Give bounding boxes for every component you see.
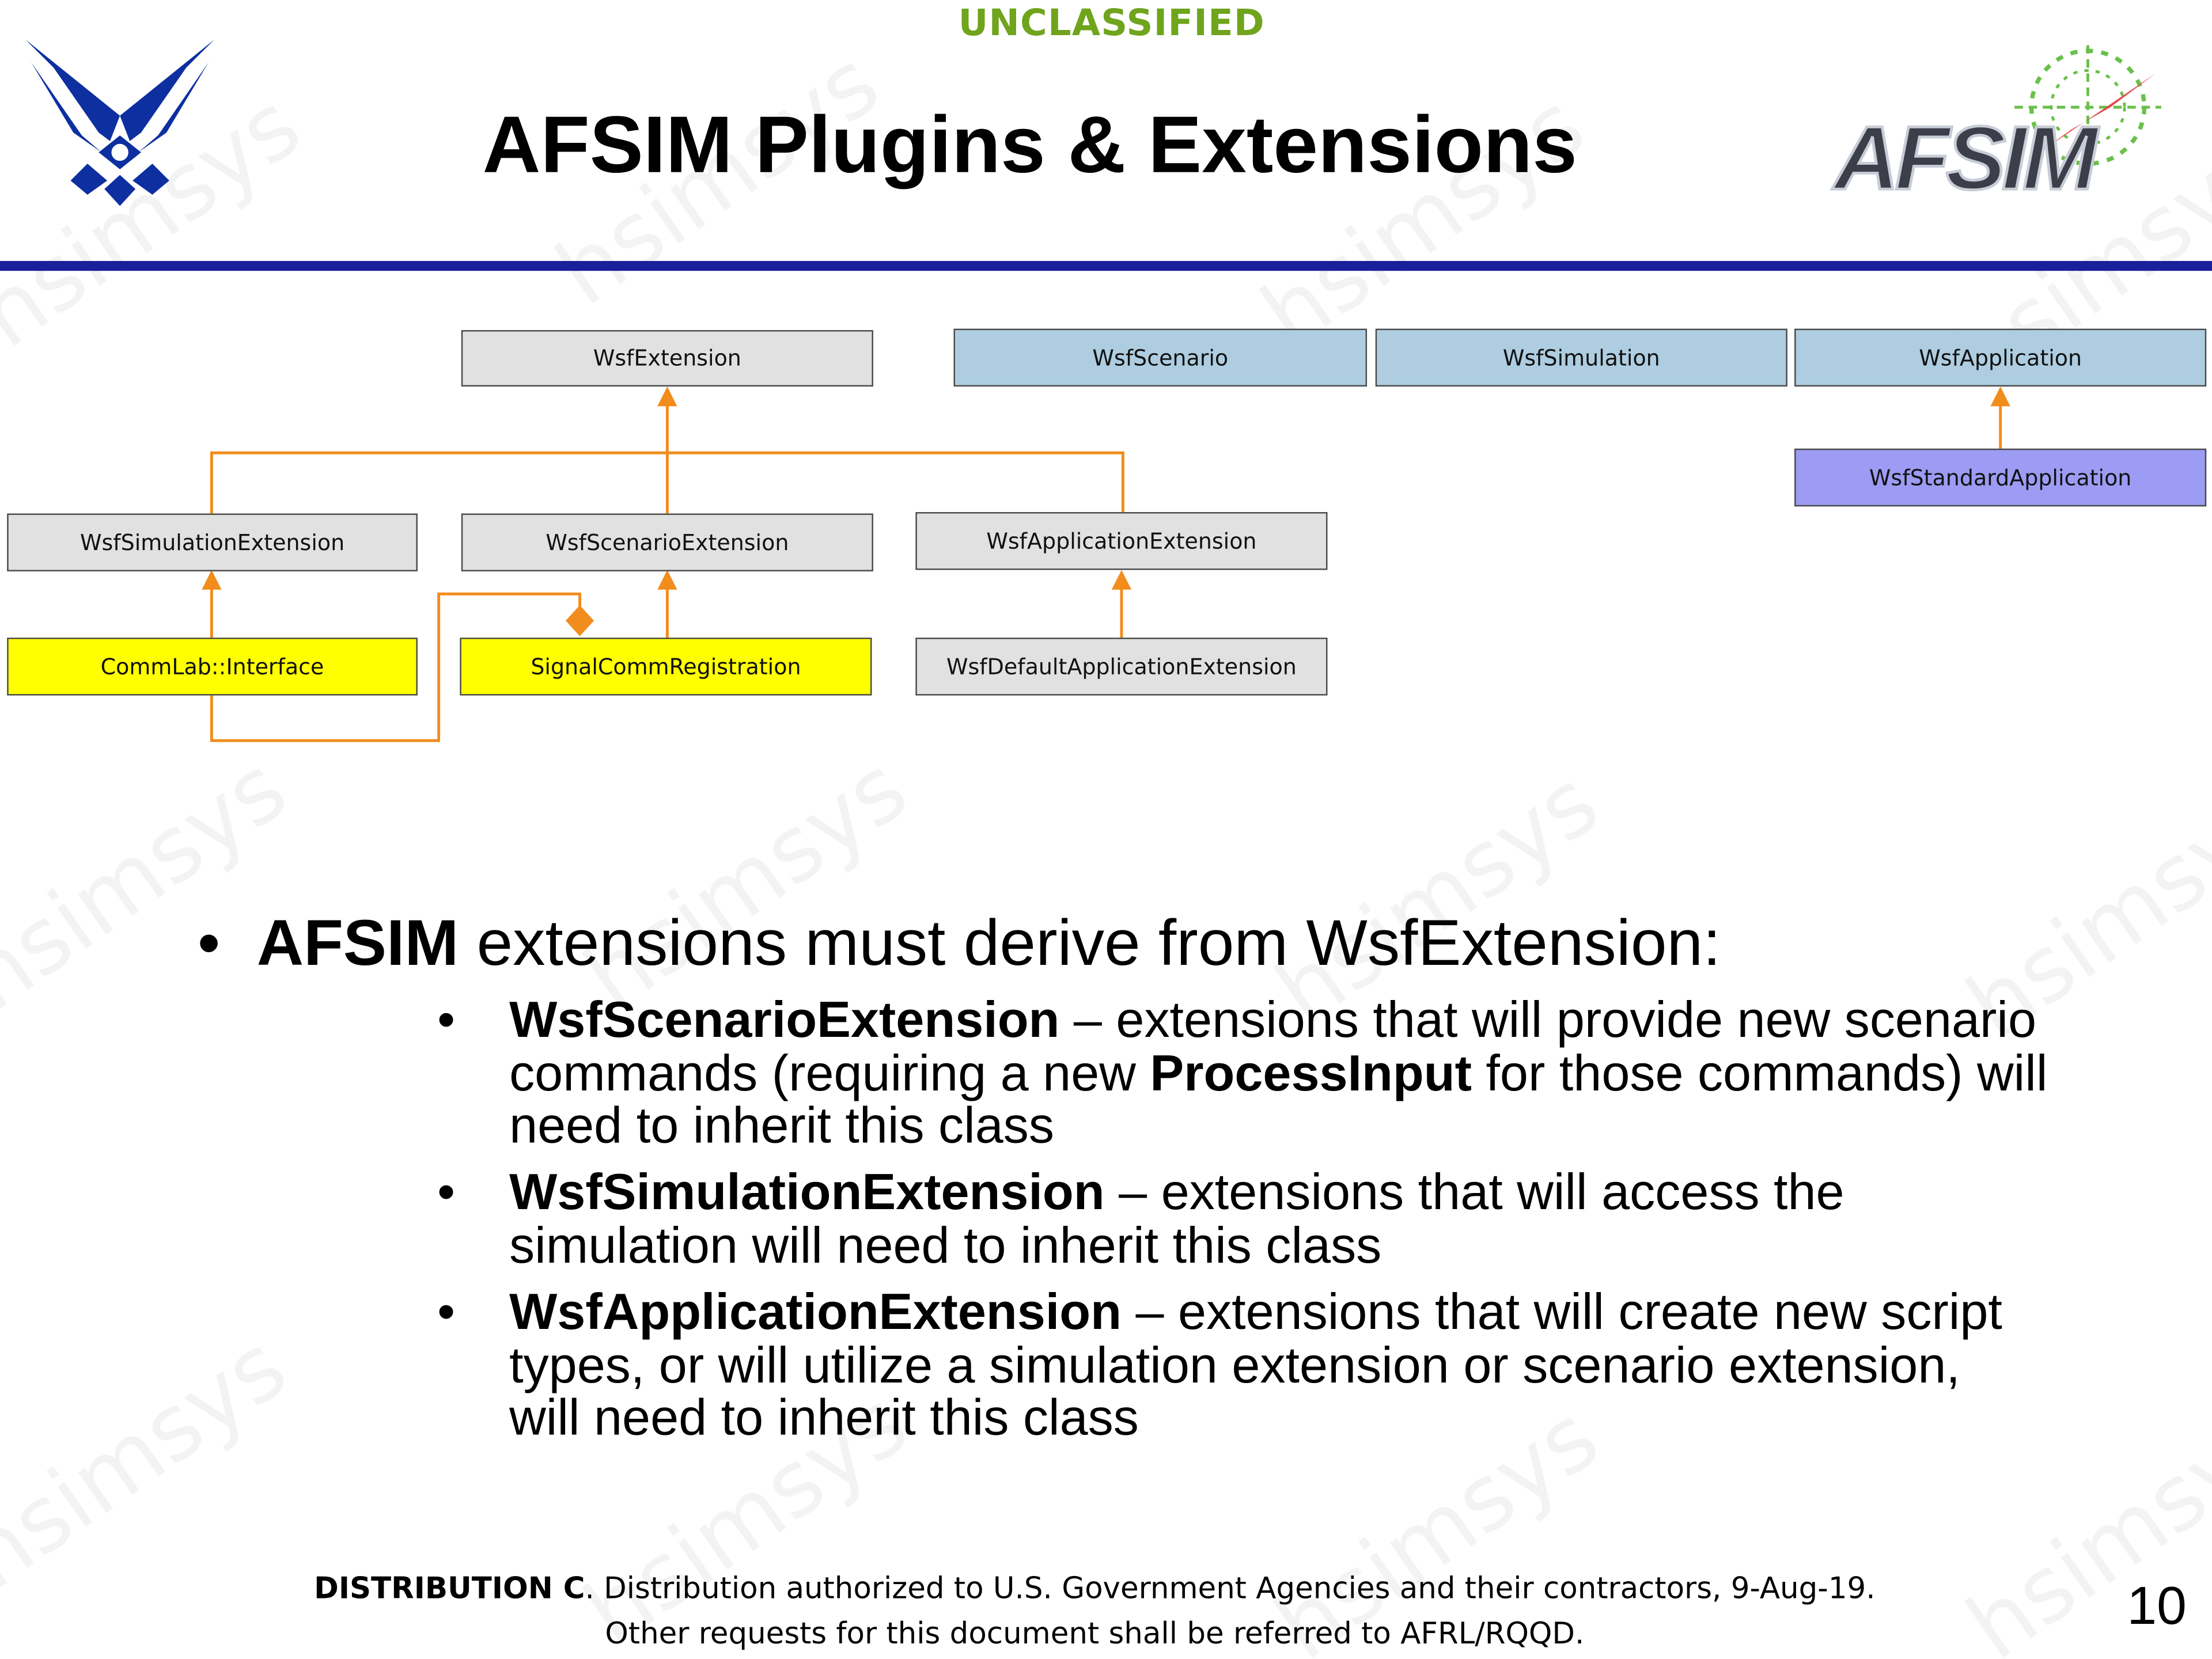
class-signal-comm-registration: SignalCommRegistration (460, 637, 872, 696)
bullet-dot: • (437, 1162, 456, 1221)
class-wsf-extension: WsfExtension (461, 330, 873, 387)
classification-banner: UNCLASSIFIED (958, 2, 1265, 46)
bullet-sub-bold2: ProcessInput (1150, 1043, 1472, 1101)
bullet-sub-rest2: for those commands) will need to inherit… (509, 1043, 2048, 1154)
bullet-sub-text: WsfApplicationExtension – extensions tha… (509, 1285, 2005, 1444)
class-wsf-standard-application: WsfStandardApplication (1794, 448, 2207, 507)
distribution-line-1: DISTRIBUTION C. Distribution authorized … (248, 1566, 1941, 1611)
page-number: 10 (2127, 1577, 2187, 1637)
bullet-sub-bold: WsfSimulationExtension (509, 1162, 1105, 1221)
distribution-line-1-text: . Distribution authorized to U.S. Govern… (585, 1571, 1876, 1605)
bullet-sub-bold: WsfApplicationExtension (509, 1282, 1122, 1340)
bullet-sub-rest: – extensions that will create new script… (509, 1282, 2002, 1446)
bullet-main-text: AFSIM extensions must derive from WsfExt… (257, 903, 1721, 982)
class-wsf-application: WsfApplication (1794, 328, 2207, 387)
class-wsf-scenario: WsfScenario (953, 328, 1368, 387)
bullet-sub-text: WsfScenarioExtension – extensions that w… (509, 993, 2061, 1152)
bullet-main-rest: extensions must derive from WsfExtension… (459, 906, 1721, 979)
distribution-line-2: Other requests for this document shall b… (605, 1616, 1585, 1651)
class-wsf-default-application-extension: WsfDefaultApplicationExtension (915, 637, 1328, 696)
class-wsf-scenario-extension: WsfScenarioExtension (461, 513, 873, 571)
afsim-logo-icon: AFSIM (1830, 45, 2161, 209)
class-wsf-application-extension: WsfApplicationExtension (915, 512, 1328, 570)
bullet-sub-bold: WsfScenarioExtension (509, 990, 1060, 1048)
class-commlab-interface: CommLab::Interface (7, 637, 418, 696)
page-title: AFSIM Plugins & Extensions (482, 100, 1577, 191)
bullet-dot: • (197, 906, 221, 979)
distribution-label: DISTRIBUTION C (314, 1571, 585, 1605)
bullet-sub-text: WsfSimulationExtension – extensions that… (509, 1165, 1990, 1271)
bullet-sub-rest: – extensions that will provide new scena… (509, 990, 2037, 1101)
header-divider (0, 261, 2212, 271)
bullet-sub-rest: – extensions that will access the simula… (509, 1162, 1844, 1274)
distribution-statement: DISTRIBUTION C. Distribution authorized … (248, 1566, 1941, 1656)
afsim-logo-text: AFSIM (1832, 108, 2100, 209)
class-wsf-simulation-extension: WsfSimulationExtension (7, 513, 418, 571)
bullet-dot: • (437, 1282, 456, 1340)
us-air-force-wings-icon (25, 39, 215, 206)
bullet-main-bold: AFSIM (256, 906, 459, 979)
bullet-dot: • (437, 990, 456, 1048)
class-wsf-simulation: WsfSimulation (1375, 328, 1787, 387)
